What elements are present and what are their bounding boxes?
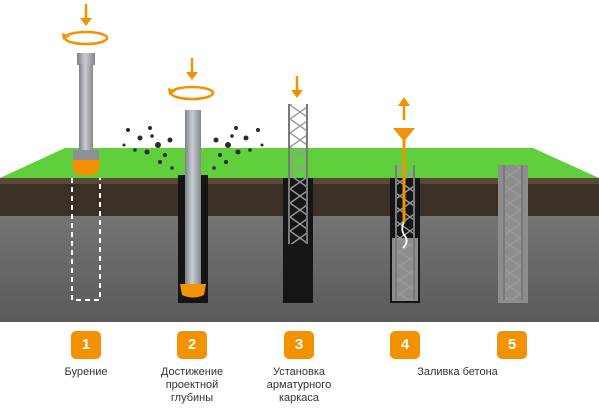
down-arrow-head (186, 72, 198, 80)
step-1-caption: Бурение (64, 366, 108, 378)
rebar-cage (395, 165, 415, 300)
diagram-scene (0, 4, 599, 322)
rotation-arrow-icon (168, 85, 215, 101)
step-3-caption: Установка арматурного каркаса (266, 366, 332, 404)
soil-debris-right (212, 126, 264, 170)
step-2-caption: Достижение проектной глубины (160, 366, 224, 404)
funnel-icon (393, 128, 415, 139)
step-badge-2: 2 (177, 331, 207, 359)
auger-housing (73, 150, 99, 162)
step-2-design-depth (122, 58, 264, 303)
concrete-flow (401, 221, 408, 249)
step-badge-3: 3 (284, 331, 314, 359)
concrete-pouring-caption: Заливка бетона (417, 366, 498, 378)
step-3-cage-installation (283, 76, 313, 303)
step-1-drilling (62, 4, 109, 301)
down-arrow-head (291, 90, 303, 98)
rebar-cage (288, 104, 308, 244)
step-badge-5: 5 (497, 331, 527, 359)
drill-pipe (79, 64, 93, 154)
rotation-arrow-icon (62, 30, 109, 46)
down-arrow-head (80, 18, 92, 26)
step-badge-4: 4 (390, 331, 420, 359)
soil-debris-left (122, 126, 174, 170)
rebar-cage (503, 165, 523, 300)
step-5-finished-pile (498, 165, 528, 303)
planned-borehole-outline (71, 178, 101, 301)
step-badge-1: 1 (71, 331, 101, 359)
drill-collar (77, 53, 95, 65)
drill-pipe (185, 110, 201, 285)
drill-bit (72, 160, 100, 176)
step-4-concrete-pouring (390, 97, 420, 303)
up-arrow-head (398, 97, 410, 106)
drill-bit (180, 284, 206, 298)
